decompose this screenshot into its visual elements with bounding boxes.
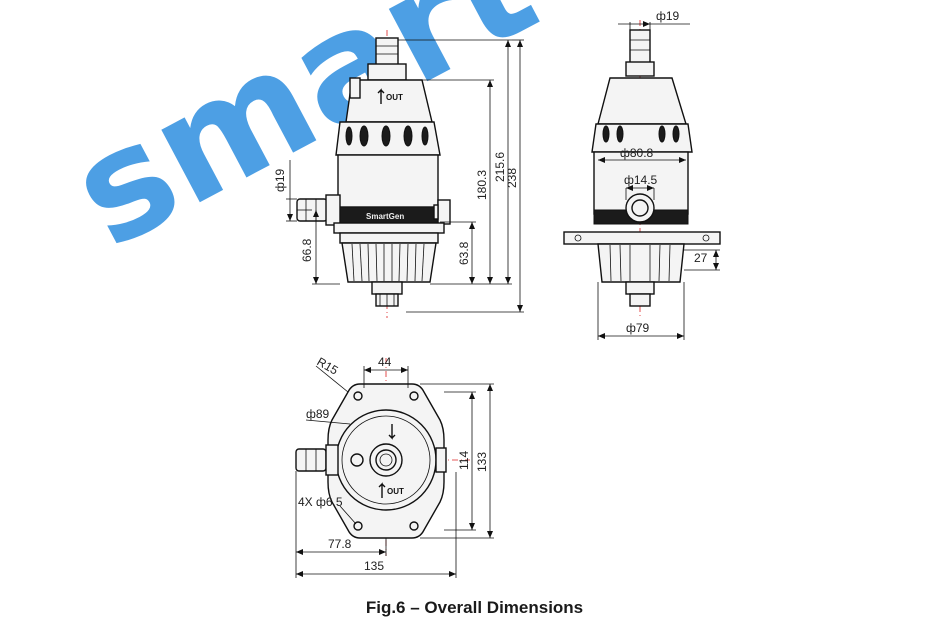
dim-top-135: 135: [364, 559, 384, 573]
dim-side-dia-14-5: ф14.5: [624, 173, 658, 187]
side-view: ф19 ф80.8 ф14.5 27 ф79: [563, 9, 721, 340]
dim-front-215-6: 215.6: [493, 152, 507, 182]
dim-front-inlet-dia: ф19: [273, 168, 287, 192]
top-view: OUT R: [295, 354, 494, 578]
top-dimension-lines: [295, 365, 494, 578]
dim-top-44: 44: [378, 355, 392, 369]
side-dimension-lines: [597, 21, 720, 340]
front-dimension-lines: [286, 39, 524, 313]
dim-front-238: 238: [505, 168, 519, 188]
dim-front-66-8: 66.8: [300, 238, 314, 262]
dim-side-27: 27: [694, 251, 708, 265]
figure-caption: Fig.6 – Overall Dimensions: [365, 598, 584, 617]
dim-top-holes: 4X ф6.5: [298, 495, 343, 509]
dim-top-114: 114: [457, 451, 471, 470]
out-label-front: OUT: [386, 93, 403, 102]
fin-lines: [351, 243, 425, 282]
dim-front-180-3: 180.3: [475, 170, 489, 200]
dim-side-dia-80-8: ф80.8: [620, 146, 654, 160]
dim-front-63-8: 63.8: [457, 241, 471, 265]
dim-top-77-8: 77.8: [328, 537, 352, 551]
dim-side-dia-79: ф79: [626, 321, 650, 335]
front-view: SmartGen OUT: [273, 30, 524, 318]
brand-label: SmartGen: [366, 212, 404, 221]
rib-slots: [345, 125, 429, 147]
dim-top-133: 133: [475, 452, 489, 472]
dim-top-r15: R15: [315, 354, 341, 377]
out-label-top-view: OUT: [387, 487, 404, 496]
dim-top-dia-89: ф89: [306, 407, 330, 421]
dim-side-dia-19: ф19: [656, 9, 680, 23]
